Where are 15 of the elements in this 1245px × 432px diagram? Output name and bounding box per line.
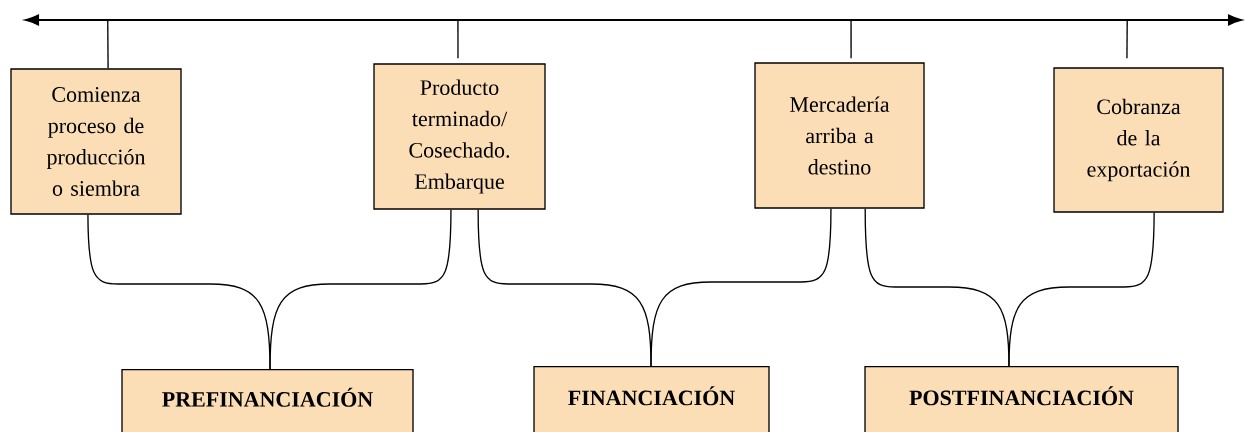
connector-curve (269, 209, 452, 370)
event-box: Cobranza de la exportación (1053, 67, 1224, 213)
connector-curve (650, 208, 832, 367)
phase-box: POSTFINANCIACIÓN (864, 366, 1179, 432)
event-box: Comienza proceso de producción o siembra (10, 68, 182, 215)
event-box: Producto terminado/ Cosechado. Embarque (373, 63, 546, 210)
connector-curve (1008, 212, 1155, 367)
phase-box: PREFINANCIACIÓN (121, 369, 414, 432)
tick-line (1126, 19, 1128, 59)
tick-line (107, 19, 109, 69)
timeline-arrow (25, 14, 1242, 26)
tick-line (457, 19, 459, 59)
phase-box: FINANCIACIÓN (533, 366, 770, 432)
event-box: Mercadería arriba a destino (754, 62, 925, 209)
tick-line (850, 19, 852, 59)
